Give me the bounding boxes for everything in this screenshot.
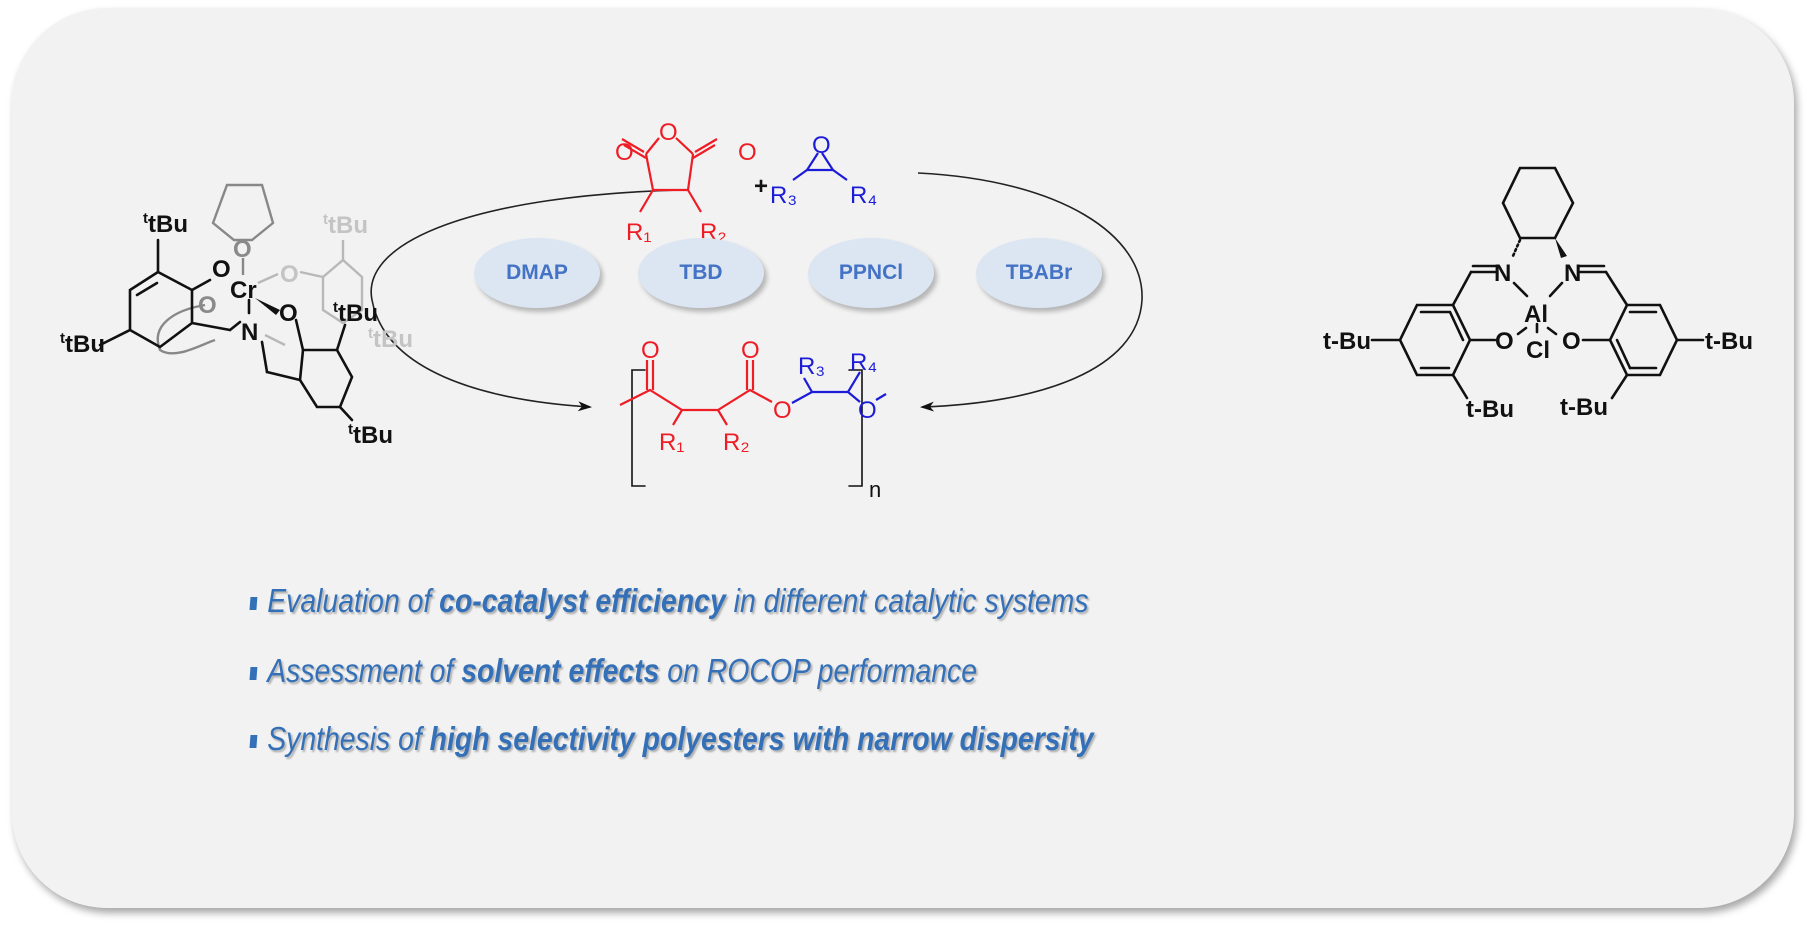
bullet-text: Evaluation of [267,582,440,619]
ester-oxygen-label: O [773,397,792,424]
cycle-arrow-right [917,172,1143,412]
aluminum-label: Al [1524,301,1548,328]
r1-label: R₁ [626,219,651,246]
repeat-n-label: n [869,477,881,502]
r2-label: R₂ [723,429,750,456]
bullet-text: on ROCOP performance [659,652,977,689]
ether-oxygen-label: O [858,397,877,424]
oxygen-label: O [738,139,757,166]
r1-label: R₁ [659,429,684,456]
carbonyl-oxygen-label: O [641,337,660,364]
tbu-label: ttBu [348,421,393,449]
oxygen-label: O [198,292,217,319]
plus-sign: + [754,173,768,200]
tbu-label: ttBu [143,210,188,238]
polyester-product: n O O O O R₁ R₂ R₃ R₄ [619,337,887,502]
oxygen-label: O [1495,328,1514,355]
oxygen-label: O [212,256,231,283]
nitrogen-label: N [1494,260,1511,287]
tbu-label: t-Bu [1705,328,1753,355]
oxygen-label: O [1562,328,1581,355]
r4-label: R₄ [850,349,877,376]
bullet-item: Evaluation of co-catalyst efficiency in … [249,582,1089,620]
cocatalyst-ppncl: PPNCl [808,238,934,308]
oxygen-label: O [812,132,831,159]
tbu-label: ttBu [323,211,368,239]
oxygen-label: O [279,300,298,327]
carbonyl-oxygen-label: O [741,337,760,364]
tbu-label: t-Bu [1466,396,1514,423]
oxygen-label: O [280,261,299,288]
background-panel [12,8,1794,908]
bullet-item: Synthesis of high selectivity polyesters… [249,720,1094,758]
chloride-label: Cl [1526,337,1550,364]
bullet-bold-text: solvent effects [461,652,660,689]
oxygen-label: O [233,236,252,263]
bullet-text: in different catalytic systems [725,582,1089,619]
bullet-square-icon [249,734,258,748]
epoxide-monomer: O R₃ R₄ [770,132,877,209]
chromium-catalyst-structure: ttBu ttBu O O O ttBu ttBu O Cr N O ttBu … [60,183,413,449]
cycle-arrow-left [370,189,683,412]
nitrogen-label: N [241,319,258,346]
r4-label: R₄ [850,182,877,209]
cocatalyst-tbd: TBD [638,238,764,308]
aluminum-salen-catalyst-structure: N N Al Cl O O t-Bu t-Bu t-Bu t-Bu [1323,166,1753,423]
bullet-bold-text: high selectivity polyesters with narrow … [429,720,1094,757]
bullet-text: Synthesis of [267,720,430,757]
oxygen-label: O [659,119,678,146]
tbu-label: ttBu [368,325,413,353]
tbu-label: ttBu [333,299,378,327]
r3-label: R₃ [770,182,797,209]
nitrogen-label: N [1564,260,1581,287]
cocatalyst-dmap: DMAP [474,238,600,308]
tbu-label: t-Bu [1560,394,1608,421]
oxygen-label: O [615,139,634,166]
cocatalyst-tbabr: TBABr [976,238,1102,308]
bullet-bold-text: co-catalyst efficiency [439,582,726,619]
bullet-text: Assessment of [267,652,462,689]
chromium-label: Cr [230,277,257,304]
r3-label: R₃ [798,353,825,380]
anhydride-monomer: O O O R₁ R₂ [615,119,757,246]
bullet-square-icon [249,666,258,680]
bullet-square-icon [249,596,258,610]
tbu-label: t-Bu [1323,328,1371,355]
bullet-item: Assessment of solvent effects on ROCOP p… [249,652,977,690]
tbu-label: ttBu [60,330,105,358]
